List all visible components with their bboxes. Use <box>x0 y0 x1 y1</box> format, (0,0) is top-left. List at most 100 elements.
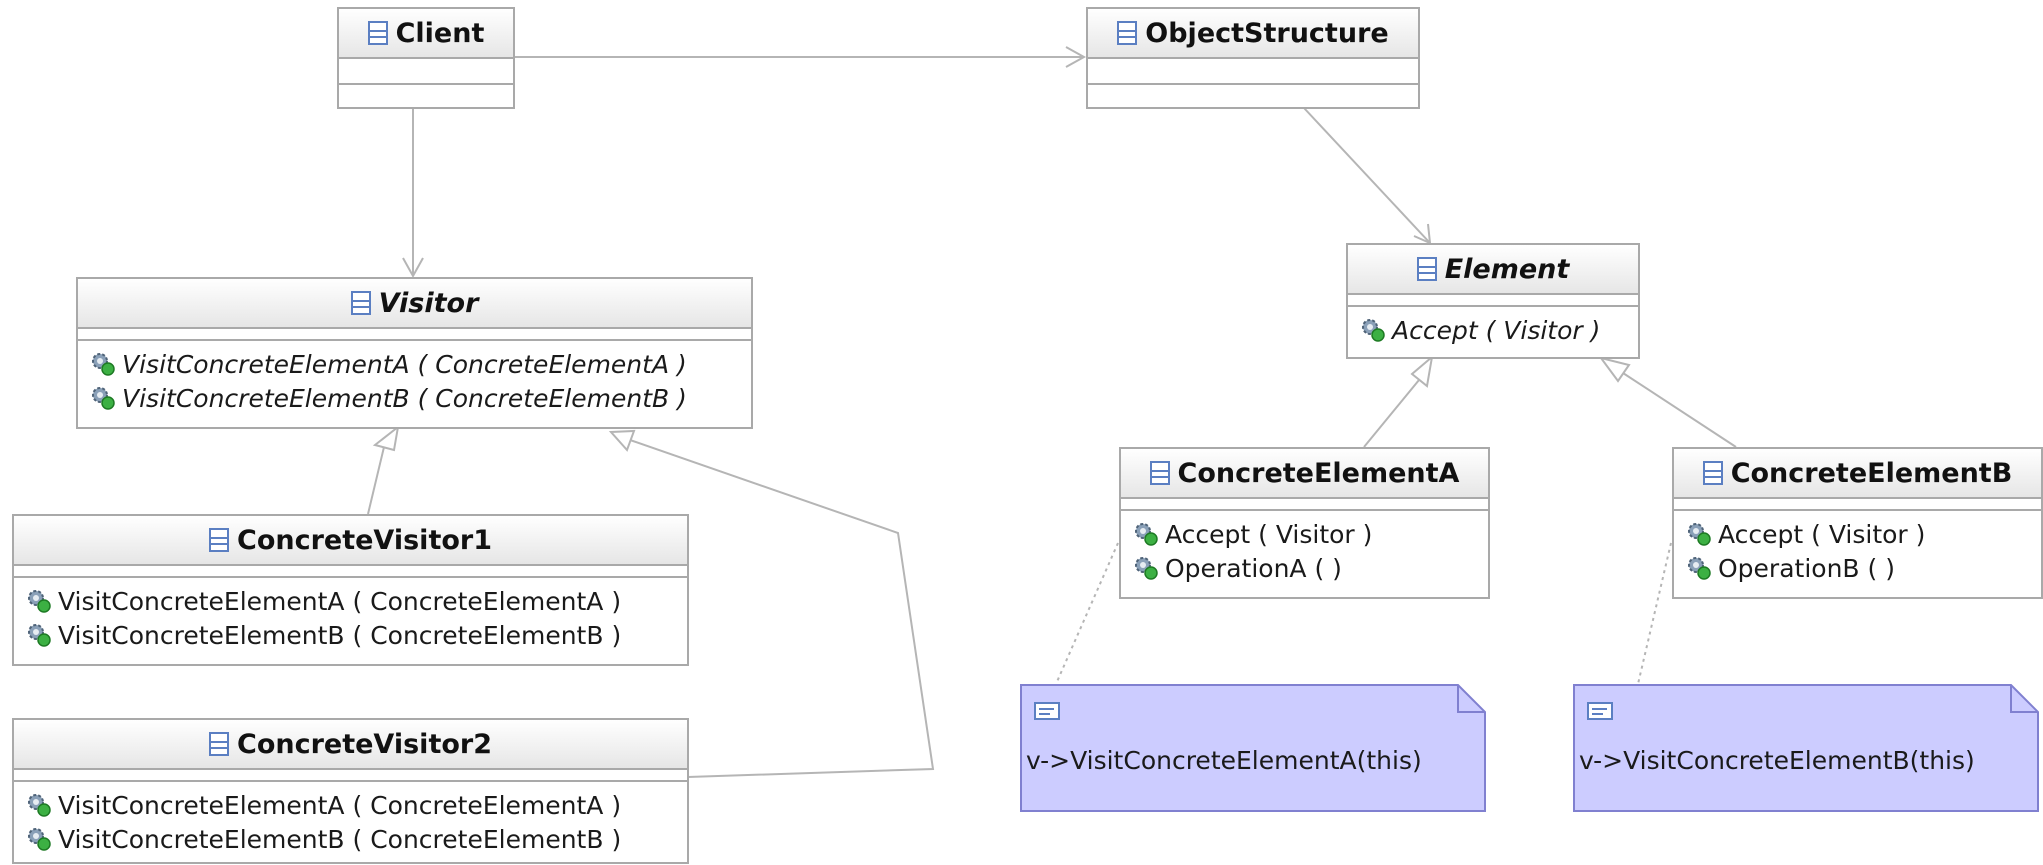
class-name: Element <box>1444 253 1570 285</box>
operation-text: OperationB ( ) <box>1718 553 1895 583</box>
class-client[interactable]: Client <box>337 7 515 109</box>
objectstructure-element-association <box>1303 107 1431 244</box>
operation[interactable]: Accept ( Visitor ) <box>1360 313 1626 347</box>
operations-section: Accept ( Visitor ) <box>1348 307 1638 351</box>
operations-section <box>339 85 513 109</box>
operation[interactable]: VisitConcreteElementB ( ConcreteElementB… <box>90 381 739 415</box>
operation[interactable]: VisitConcreteElementA ( ConcreteElementA… <box>90 347 739 381</box>
operation-text: OperationA ( ) <box>1165 553 1342 583</box>
operation-text: Accept ( Visitor ) <box>1718 519 1926 549</box>
operation-text: VisitConcreteElementB ( ConcreteElementB… <box>58 824 622 854</box>
attributes-section <box>339 59 513 85</box>
class-name: ObjectStructure <box>1145 17 1389 49</box>
operation[interactable]: VisitConcreteElementA ( ConcreteElementA… <box>26 584 675 618</box>
operation-text: Accept ( Visitor ) <box>1165 519 1373 549</box>
attributes-section <box>14 566 687 578</box>
class-name: ConcreteVisitor2 <box>237 728 492 760</box>
class-icon <box>209 528 229 552</box>
generalization-arrowhead <box>1410 354 1434 388</box>
operation-text: VisitConcreteElementA ( ConcreteElementA… <box>58 790 622 820</box>
note-icon <box>1034 702 1060 720</box>
cea-element-generalization <box>1363 379 1420 448</box>
class-icon <box>350 291 371 315</box>
operations-section: VisitConcreteElementA ( ConcreteElementA… <box>78 341 751 419</box>
class-icon <box>1702 461 1723 485</box>
attributes-section <box>1348 295 1638 307</box>
class-header: Visitor <box>78 279 751 329</box>
class-icon <box>367 21 388 45</box>
attributes-section <box>1674 499 2041 511</box>
operations-section: Accept ( Visitor ) OperationA ( ) <box>1121 511 1488 589</box>
operation-gear-icon <box>92 353 115 376</box>
class-header: ConcreteElementB <box>1674 449 2041 499</box>
attributes-section <box>1088 59 1418 85</box>
attributes-section <box>14 770 687 782</box>
note-b-attachment <box>1637 542 1672 685</box>
operation-gear-icon <box>28 828 51 851</box>
generalization-arrowhead <box>372 424 400 452</box>
association-arrowhead <box>402 257 424 279</box>
note-text: v->VisitConcreteElementB(this) <box>1579 746 1975 775</box>
note-b[interactable]: v->VisitConcreteElementB(this) <box>1573 684 2039 812</box>
note-shape <box>1573 684 2039 812</box>
operations-section: Accept ( Visitor ) OperationB ( ) <box>1674 511 2041 589</box>
operation-gear-icon <box>1688 557 1711 580</box>
class-concrete-element-b[interactable]: ConcreteElementB Accept ( Visitor ) Oper… <box>1672 447 2043 599</box>
operation-gear-icon <box>1135 523 1158 546</box>
note-a[interactable]: v->VisitConcreteElementA(this) <box>1020 684 1486 812</box>
operation-gear-icon <box>28 794 51 817</box>
class-name: ConcreteElementA <box>1177 457 1460 489</box>
operation-gear-icon <box>28 624 51 647</box>
cv1-visitor-generalization <box>367 446 385 515</box>
class-name: Visitor <box>378 287 479 319</box>
operation-gear-icon <box>28 590 51 613</box>
note-shape <box>1020 684 1486 812</box>
note-text: v->VisitConcreteElementA(this) <box>1026 746 1422 775</box>
operation-text: Accept ( Visitor ) <box>1392 315 1601 345</box>
class-header: Element <box>1348 245 1638 295</box>
operation-text: VisitConcreteElementB ( ConcreteElementB… <box>58 620 622 650</box>
class-concrete-visitor1[interactable]: ConcreteVisitor1 VisitConcreteElementA (… <box>12 514 689 666</box>
class-concrete-element-a[interactable]: ConcreteElementA Accept ( Visitor ) Oper… <box>1119 447 1490 599</box>
association-arrowhead <box>1065 46 1087 68</box>
operation[interactable]: OperationB ( ) <box>1686 551 2029 585</box>
operation-text: VisitConcreteElementA ( ConcreteElementA… <box>122 349 687 379</box>
class-element[interactable]: Element Accept ( Visitor ) <box>1346 243 1640 359</box>
operation-gear-icon <box>92 387 115 410</box>
ceb-element-generalization <box>1622 372 1737 448</box>
class-visitor[interactable]: Visitor VisitConcreteElementA ( Concrete… <box>76 277 753 429</box>
operation[interactable]: VisitConcreteElementB ( ConcreteElementB… <box>26 822 675 856</box>
class-header: ConcreteVisitor1 <box>14 516 687 566</box>
attributes-section <box>1121 499 1488 511</box>
class-name: Client <box>395 17 485 49</box>
operation[interactable]: VisitConcreteElementB ( ConcreteElementB… <box>26 618 675 652</box>
operations-section: VisitConcreteElementA ( ConcreteElementA… <box>14 578 687 656</box>
class-icon <box>1416 257 1437 281</box>
operation-gear-icon <box>1362 319 1385 342</box>
class-icon <box>209 732 229 756</box>
operations-section <box>1088 85 1418 109</box>
operation[interactable]: Accept ( Visitor ) <box>1686 517 2029 551</box>
class-header: ObjectStructure <box>1088 9 1418 59</box>
operation[interactable]: Accept ( Visitor ) <box>1133 517 1476 551</box>
class-object-structure[interactable]: ObjectStructure <box>1086 7 1420 109</box>
generalization-arrowhead <box>1598 356 1631 383</box>
operation-text: VisitConcreteElementB ( ConcreteElementB… <box>122 383 687 413</box>
class-header: ConcreteVisitor2 <box>14 720 687 770</box>
operation-gear-icon <box>1135 557 1158 580</box>
operation-text: VisitConcreteElementA ( ConcreteElementA… <box>58 586 622 616</box>
operation[interactable]: OperationA ( ) <box>1133 551 1476 585</box>
cv2-visitor-generalization <box>629 439 935 778</box>
operation[interactable]: VisitConcreteElementA ( ConcreteElementA… <box>26 788 675 822</box>
note-a-attachment <box>1055 542 1119 685</box>
class-name: ConcreteElementB <box>1730 457 2013 489</box>
operation-gear-icon <box>1688 523 1711 546</box>
note-icon <box>1587 702 1613 720</box>
class-concrete-visitor2[interactable]: ConcreteVisitor2 VisitConcreteElementA (… <box>12 718 689 864</box>
generalization-arrowhead <box>608 429 636 452</box>
class-header: ConcreteElementA <box>1121 449 1488 499</box>
attributes-section <box>78 329 751 341</box>
class-icon <box>1149 461 1170 485</box>
